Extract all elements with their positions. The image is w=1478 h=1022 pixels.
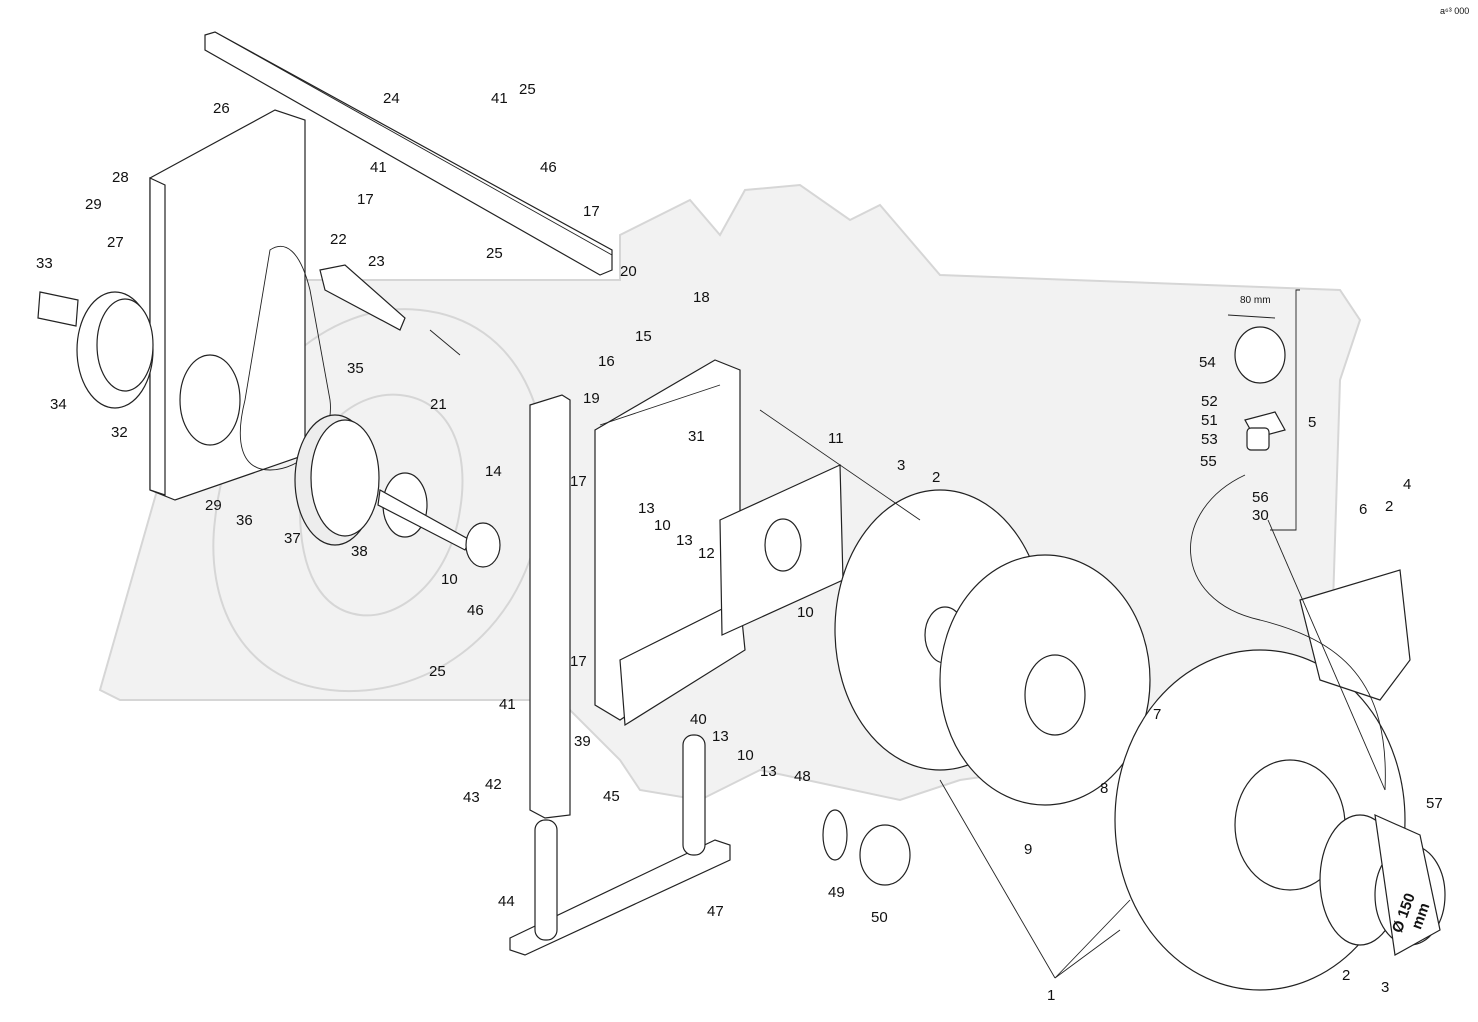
callout-38: 38 [351,543,368,560]
gauge-54: 80 mm [1227,295,1286,384]
callout-51: 51 [1201,412,1218,429]
callout-2-b: 2 [1385,498,1393,515]
callout-4: 4 [1403,476,1411,493]
callout-54: 54 [1199,354,1216,371]
dimension-label: 80 mm [1240,295,1271,306]
callout-8: 8 [1100,780,1108,797]
pulley-34 [37,291,154,409]
callout-16: 16 [598,353,615,370]
outlet-57 [1319,814,1446,956]
post-14 [529,394,571,819]
callout-3-b: 3 [1381,979,1389,996]
callout-56: 56 [1252,489,1269,506]
callout-24: 24 [383,90,400,107]
bearing-10-left [465,522,501,568]
callout-10-a: 10 [441,571,458,588]
callout-41-a: 41 [491,90,508,107]
callout-35: 35 [347,360,364,377]
callout-21: 21 [430,396,447,413]
callout-55: 55 [1200,453,1217,470]
callout-13-d: 13 [760,763,777,780]
callout-57: 57 [1426,795,1443,812]
callout-7: 7 [1153,706,1161,723]
callout-41-c: 41 [499,696,516,713]
pulley-37 [294,414,380,546]
callout-5: 5 [1308,414,1316,431]
callout-22: 22 [330,231,347,248]
callout-17-c: 17 [570,473,587,490]
callout-17-b: 17 [583,203,600,220]
callout-6: 6 [1359,501,1367,518]
callout-30: 30 [1252,507,1269,524]
callout-12: 12 [698,545,715,562]
callout-45: 45 [603,788,620,805]
hose-56 [1190,474,1386,791]
plate-11 [719,464,844,636]
callout-34: 34 [50,396,67,413]
corner-mark: a⁶³ 000 [1440,6,1469,16]
callout-48: 48 [794,768,811,785]
callout-20: 20 [620,263,637,280]
bushing-49 [822,809,911,886]
callout-29-a: 29 [85,196,102,213]
callout-47: 47 [707,903,724,920]
callout-10-d: 10 [737,747,754,764]
callout-13-a: 13 [638,500,655,517]
callout-36: 36 [236,512,253,529]
callout-15: 15 [635,328,652,345]
callout-9: 9 [1024,841,1032,858]
callout-33: 33 [36,255,53,272]
callout-52: 52 [1201,393,1218,410]
callout-10-c: 10 [797,604,814,621]
stand-44 [509,734,731,956]
callout-37: 37 [284,530,301,547]
callout-25-c: 25 [429,663,446,680]
callout-49: 49 [828,884,845,901]
callout-50: 50 [871,909,888,926]
callout-25-a: 25 [519,81,536,98]
callout-28: 28 [112,169,129,186]
callout-44: 44 [498,893,515,910]
callout-39: 39 [574,733,591,750]
callout-13-c: 13 [712,728,729,745]
square-tube-24 [204,31,613,276]
callout-32: 32 [111,424,128,441]
callout-10-b: 10 [654,517,671,534]
callout-46-b: 46 [467,602,484,619]
impeller-9 [939,554,1151,806]
belt-guard-26 [149,109,306,501]
callout-leaders [429,289,1386,979]
callout-18: 18 [693,289,710,306]
callout-11: 11 [828,430,844,447]
callout-40: 40 [690,711,707,728]
callout-2-a: 2 [932,469,940,486]
callout-25-b: 25 [486,245,503,262]
callout-1: 1 [1047,987,1055,1004]
callout-19: 19 [583,390,600,407]
callout-labels: 1 2 2 2 3 3 4 5 6 7 8 9 10 10 10 10 11 1… [36,81,1443,1004]
callout-46-a: 46 [540,159,557,176]
callout-23: 23 [368,253,385,270]
callout-31: 31 [688,428,705,445]
callout-42: 42 [485,776,502,793]
callout-41-b: 41 [370,159,387,176]
bearing-frame [594,359,746,727]
callout-13-b: 13 [676,532,693,549]
bracket-51-53 [1244,411,1286,451]
callout-27: 27 [107,234,124,251]
callout-53: 53 [1201,431,1218,448]
callout-43: 43 [463,789,480,806]
callout-29-b: 29 [205,497,222,514]
shaft-22 [319,264,406,331]
callout-26: 26 [213,100,230,117]
callout-2-c: 2 [1342,967,1350,984]
hub-38 [377,472,471,551]
callout-3-a: 3 [897,457,905,474]
callout-14: 14 [485,463,502,480]
callout-17-a: 17 [357,191,374,208]
callout-17-d: 17 [570,653,587,670]
